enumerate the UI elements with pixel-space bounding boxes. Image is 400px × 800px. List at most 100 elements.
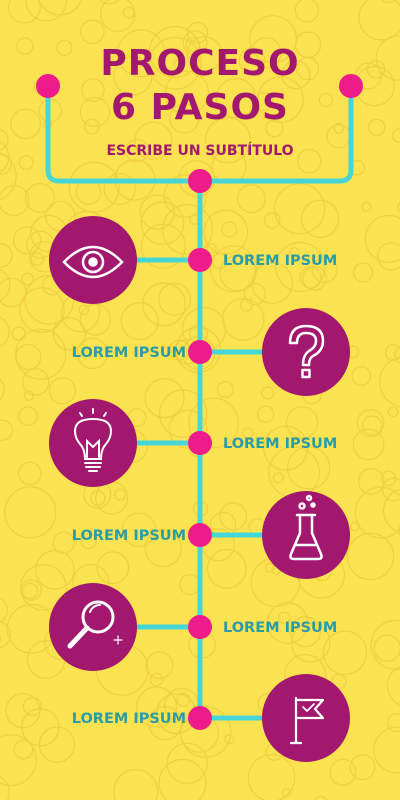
background-bubble xyxy=(52,317,87,351)
background-bubble xyxy=(387,406,399,418)
background-bubble xyxy=(11,326,26,341)
background-bubble xyxy=(16,37,34,55)
background-bubble xyxy=(224,734,235,745)
step-3-circle xyxy=(49,399,137,487)
background-bubble xyxy=(148,25,201,78)
flag-icon xyxy=(289,696,325,745)
background-bubble xyxy=(300,199,340,238)
background-bubble xyxy=(24,274,75,325)
background-bubble xyxy=(188,397,240,449)
background-bubble xyxy=(90,490,106,506)
background-bubble xyxy=(0,776,10,800)
background-bubble xyxy=(346,532,395,581)
background-bubble xyxy=(114,488,127,501)
step-dot xyxy=(188,706,212,730)
background-bubble xyxy=(20,564,67,611)
magnifier-icon xyxy=(67,600,123,649)
background-bubble xyxy=(275,241,326,293)
step-dot xyxy=(188,431,212,455)
background-bubble xyxy=(4,486,57,539)
background-bubble xyxy=(0,128,9,151)
background-bubble xyxy=(379,356,400,408)
background-bubble xyxy=(239,298,253,312)
background-bubble xyxy=(287,446,331,490)
background-bubble xyxy=(204,117,251,164)
background-bubble xyxy=(354,486,400,539)
background-bubble xyxy=(121,512,157,548)
background-bubble xyxy=(18,155,34,171)
background-bubble xyxy=(272,472,284,484)
step-2-label: LOREM IPSUM xyxy=(71,345,186,361)
background-bubble xyxy=(13,226,42,255)
background-bubble xyxy=(0,621,11,649)
background-bubble xyxy=(38,726,76,763)
background-bubble xyxy=(331,673,347,690)
background-bubble xyxy=(329,758,357,786)
background-bubble xyxy=(186,21,209,44)
background-bubble xyxy=(182,30,208,55)
background-bubble xyxy=(361,201,372,212)
background-bubble xyxy=(296,56,320,81)
bracket-dot-left xyxy=(36,74,60,98)
background-bubble xyxy=(203,209,249,255)
step-4-circle xyxy=(262,491,350,579)
spine-top-dot xyxy=(188,169,212,193)
background-bubble xyxy=(145,651,174,680)
background-bubble xyxy=(351,366,372,386)
background-bubble xyxy=(373,726,400,774)
background-bubble xyxy=(0,316,10,347)
title-line-2: 6 PASOS xyxy=(111,87,289,128)
background-bubble xyxy=(353,262,374,283)
eye-icon xyxy=(62,245,124,279)
background-bubble xyxy=(0,152,17,201)
background-bubble xyxy=(78,304,90,316)
background-bubble xyxy=(281,788,292,798)
background-bubble xyxy=(236,184,266,214)
step-1-label: LOREM IPSUM xyxy=(223,253,338,269)
background-bubble xyxy=(103,172,136,206)
background-bubble xyxy=(392,128,400,143)
background-bubble xyxy=(0,635,2,643)
background-bubble xyxy=(294,0,320,23)
step-6-circle xyxy=(262,674,350,762)
step-dot xyxy=(188,523,212,547)
background-bubble xyxy=(113,769,159,800)
background-bubble xyxy=(380,470,397,487)
lightbulb-icon xyxy=(73,408,113,472)
background-bubble xyxy=(257,76,304,124)
background-bubble xyxy=(17,461,42,486)
background-bubble xyxy=(281,60,311,90)
background-bubble xyxy=(149,672,164,687)
background-bubble xyxy=(256,405,275,423)
background-bubble xyxy=(314,795,328,800)
background-bubble xyxy=(158,389,208,438)
background-bubble xyxy=(166,742,208,784)
background-bubble xyxy=(261,386,275,400)
background-bubble xyxy=(349,754,376,781)
background-bubble xyxy=(76,337,109,370)
background-bubble xyxy=(134,121,173,160)
background-bubble xyxy=(185,37,201,52)
background-bubble xyxy=(158,282,192,316)
background-bubble xyxy=(168,409,208,449)
background-bubble xyxy=(25,182,55,213)
background-bubble xyxy=(299,266,322,289)
background-bubble xyxy=(221,298,265,341)
background-bubble xyxy=(297,148,322,174)
background-bubble xyxy=(0,419,13,441)
background-bubble xyxy=(169,103,200,134)
background-bubble xyxy=(375,35,400,81)
background-bubble xyxy=(384,344,400,362)
background-bubble xyxy=(0,185,30,217)
step-5-label: LOREM IPSUM xyxy=(223,620,338,636)
background-bubble xyxy=(116,29,165,78)
background-bubble xyxy=(52,531,75,554)
background-bubble xyxy=(318,92,334,108)
background-bubble xyxy=(173,58,185,70)
question-mark-icon xyxy=(288,324,325,379)
background-bubble xyxy=(368,118,386,137)
background-bubble xyxy=(289,247,300,258)
background-bubble xyxy=(278,611,291,625)
background-bubble xyxy=(209,511,237,539)
